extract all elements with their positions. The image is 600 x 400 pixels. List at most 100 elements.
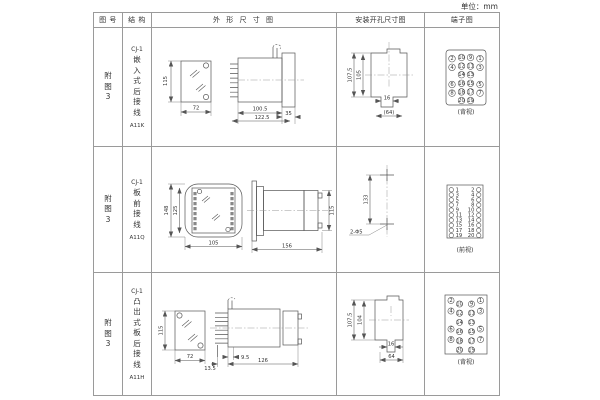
terminal-number: 9 [470, 302, 473, 308]
vertical-char: 图 [104, 204, 112, 214]
terminal-circle [456, 309, 463, 317]
model-code: A11Q [129, 235, 145, 241]
vertical-char: 接 [133, 209, 141, 218]
mounting-drawing-a11q: 133 2-Φ5 [349, 165, 394, 237]
dim-cut-height: 107.5 [348, 313, 354, 328]
terminal-circle [448, 55, 456, 63]
terminal-number: 11 [456, 213, 463, 219]
mounting-drawing-a11k: 107.5 105 16 (64) [348, 42, 413, 119]
terminal-circle [457, 71, 466, 79]
terminal-number: 19 [456, 233, 463, 239]
mounting-cell-a11k: 107.5 105 16 (64) [337, 28, 425, 147]
model-code: A11H [129, 375, 145, 382]
structure-cell-a11h: CJ-1 凸出式板后接线 A11H [123, 273, 152, 395]
side-view: 156 115 [247, 180, 336, 253]
terminal-block-outline [445, 49, 487, 106]
side-view: 9.5 13.5 126 [204, 297, 308, 372]
terminal-number: 12 [456, 311, 463, 317]
dim-notch-width: 16 [384, 96, 391, 102]
mounting-cell-a11q: 133 2-Φ5 [337, 147, 425, 273]
terminal-circle [476, 227, 482, 233]
terminal-number: 3 [456, 192, 459, 198]
terminal-number: 12 [468, 213, 475, 219]
terminal-circle [468, 346, 475, 354]
terminal-number: 7 [456, 202, 459, 208]
terminal-number: 17 [468, 338, 475, 344]
terminal-block-outline [444, 294, 488, 355]
vertical-char: 后 [133, 86, 141, 96]
dim-cut-height2: 104 [358, 314, 364, 325]
terminal-number: 9 [456, 208, 459, 214]
terminal-circle [448, 217, 454, 223]
terminal-circle [476, 197, 482, 203]
vertical-char: 3 [105, 214, 111, 224]
terminal-number: 17 [467, 89, 474, 95]
dim-hole-span: 133 [364, 195, 370, 205]
terminal-number: 1 [479, 298, 482, 304]
mounting-cell-a11h: 107.5 104 16 64 [337, 273, 425, 395]
terminal-circle [448, 212, 454, 218]
series-label: CJ-1 [131, 287, 143, 295]
terminal-number: 19 [468, 348, 475, 354]
terminal-number: 20 [456, 348, 463, 354]
outline-cell-a11k: 115 72 100.5 122.5 [152, 28, 337, 147]
vertical-char: 式 [133, 317, 141, 327]
terminal-circle [456, 328, 463, 335]
terminal-circle [466, 62, 475, 70]
outline-drawing-a11q: 148 125 105 156 [164, 180, 336, 253]
terminal-number: 5 [456, 197, 459, 203]
terminal-number: 18 [456, 338, 463, 344]
outline-drawing-a11k: 115 72 100.5 122.5 [163, 44, 304, 124]
terminal-circle [468, 309, 475, 317]
front-view: 115 72 [159, 310, 206, 364]
terminal-number: 13 [467, 72, 474, 78]
terminal-number: 10 [468, 208, 475, 214]
dim-side-depth: 156 [282, 244, 292, 250]
dim-side-height: 115 [330, 206, 336, 216]
vertical-char: 接 [133, 349, 141, 359]
terminal-number: 12 [458, 64, 465, 70]
vertical-char: 附 [104, 193, 112, 203]
vertical-char: 图 [104, 328, 112, 338]
terminal-number: 20 [468, 233, 475, 239]
terminal-number: 15 [467, 81, 474, 87]
terminal-number: 8 [471, 202, 474, 208]
model-code: A11K [129, 123, 145, 129]
terminal-circle [476, 207, 482, 213]
terminal-number: 14 [456, 320, 463, 326]
vertical-char: 凸 [133, 296, 141, 306]
terminal-circle [457, 62, 466, 70]
dim-cut-height: 107.5 [348, 68, 354, 83]
structure-name: 凸出式板后接线 [133, 297, 141, 371]
terminal-number: 9 [469, 55, 472, 61]
terminal-number: 16 [458, 81, 465, 87]
terminal-circle [448, 63, 456, 71]
terminal-number: 18 [458, 89, 465, 95]
vertical-char: 附 [104, 71, 112, 81]
terminal-circle [457, 96, 466, 105]
dim-panel-depth: 9.5 [241, 355, 249, 361]
terminal-number: 5 [479, 327, 482, 333]
terminal-circle [456, 300, 463, 308]
header-outline: 外 形 尺 寸 图 [152, 13, 337, 28]
terminal-circle [457, 79, 466, 87]
terminal-circle [448, 202, 454, 208]
terminal-circle [476, 192, 482, 198]
terminal-number: 11 [468, 311, 475, 317]
outline-drawing-a11h: 115 72 9.5 [159, 297, 308, 372]
terminal-circle [477, 325, 484, 333]
dim-front-height: 115 [159, 326, 165, 336]
terminal-circle [448, 89, 456, 97]
terminal-number: 13 [456, 218, 463, 224]
cutout-profile [370, 48, 408, 108]
terminal-number: 19 [467, 98, 474, 104]
terminal-circle [448, 187, 454, 193]
terminal-number: 20 [458, 98, 465, 104]
unit-label: 单位：mm [460, 2, 498, 11]
